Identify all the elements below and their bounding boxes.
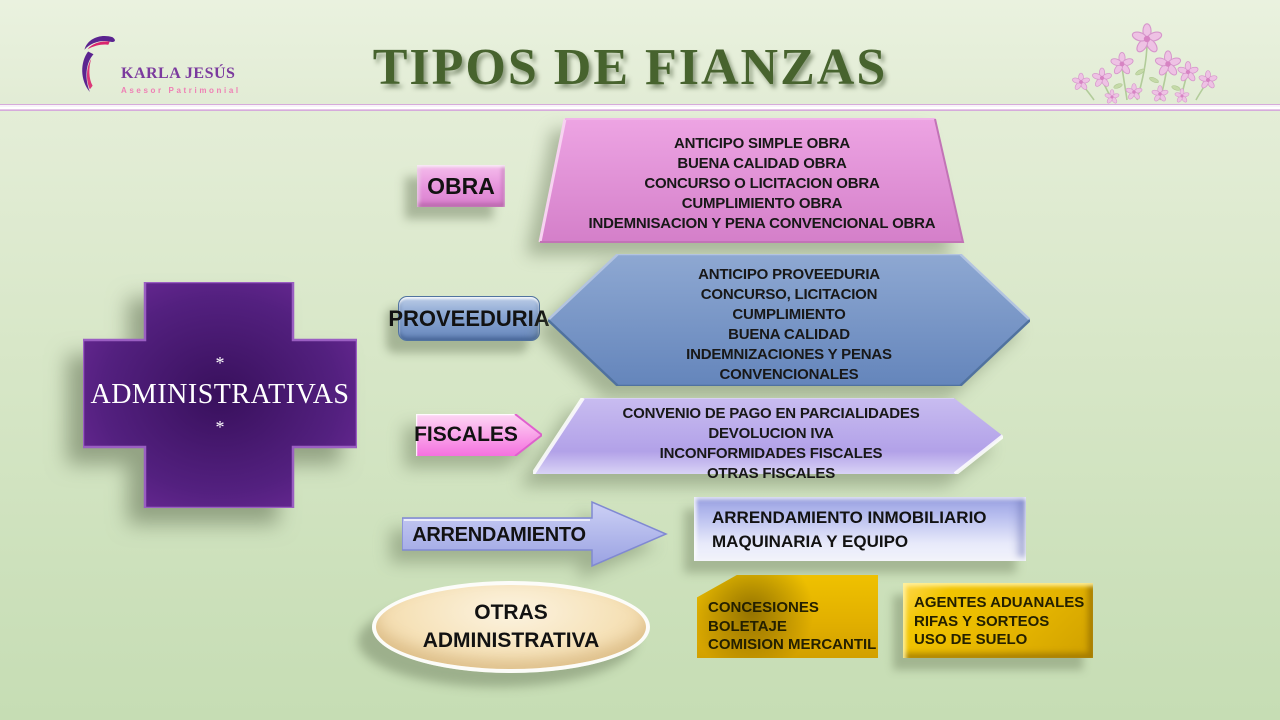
brand-text-block: KARLA JESÚS Asesor Patrimonial bbox=[121, 65, 241, 98]
arrendamiento-items-box: ARRENDAMIENTO INMOBILIARIO MAQUINARIA Y … bbox=[694, 497, 1026, 561]
list-item: INDEMNIZACIONES Y PENAS bbox=[686, 346, 892, 363]
administrativas-label: ADMINISTRATIVAS bbox=[90, 379, 350, 410]
cross-shape-icon bbox=[83, 282, 357, 508]
proveeduria-label-box: PROVEEDURIA bbox=[388, 296, 550, 341]
brand-logo: KARLA JESÚS Asesor Patrimonial bbox=[80, 30, 241, 98]
otras-administrativa-ellipse: OTRAS ADMINISTRATIVA bbox=[372, 581, 650, 673]
asterisk-bottom: * bbox=[215, 417, 225, 437]
list-item: CUMPLIMIENTO bbox=[732, 306, 846, 323]
list-item: AGENTES ADUANALES bbox=[914, 594, 1085, 611]
otras-items-box-2: AGENTES ADUANALES RIFAS Y SORTEOS USO DE… bbox=[903, 583, 1093, 658]
fiscales-label-arrow: FISCALES bbox=[414, 414, 542, 456]
list-item: ANTICIPO SIMPLE OBRA bbox=[673, 135, 850, 152]
list-item: CONCURSO, LICITACION bbox=[700, 286, 878, 303]
pentagon-arrow-icon bbox=[416, 414, 542, 456]
flowers-decoration-icon bbox=[1052, 12, 1237, 109]
list-item: DEVOLUCION IVA bbox=[708, 425, 834, 442]
otras-label-line1: OTRAS bbox=[474, 601, 548, 624]
obra-label: OBRA bbox=[427, 172, 495, 199]
list-item: BOLETAJE bbox=[708, 617, 787, 635]
trapezoid-shape-icon bbox=[538, 118, 965, 243]
list-item: INDEMNISACION Y PENA CONVENCIONAL OBRA bbox=[588, 215, 936, 232]
fiscales-items-chevron: CONVENIO DE PAGO EN PARCIALIDADES DEVOLU… bbox=[533, 398, 1003, 482]
list-item: ARRENDAMIENTO INMOBILIARIO bbox=[712, 508, 987, 527]
list-item: INCONFORMIDADES FISCALES bbox=[659, 445, 883, 462]
fiscales-label: FISCALES bbox=[414, 423, 518, 446]
page-title: TIPOS DE FIANZAS bbox=[372, 39, 888, 96]
list-item: CONVENCIONALES bbox=[719, 366, 859, 383]
obra-items-trapezoid: ANTICIPO SIMPLE OBRA BUENA CALIDAD OBRA … bbox=[537, 117, 967, 244]
chevron-shape-icon bbox=[533, 398, 1003, 474]
list-item: USO DE SUELO bbox=[914, 631, 1028, 648]
header-divider bbox=[0, 103, 1280, 113]
hexagon-shape-icon bbox=[548, 254, 1030, 386]
list-item: CONCESIONES bbox=[708, 599, 819, 616]
administrativas-cross: * ADMINISTRATIVAS * bbox=[83, 282, 357, 508]
proveeduria-items-hexagon: ANTICIPO PROVEEDURIA CONCURSO, LICITACIO… bbox=[548, 254, 1030, 386]
right-arrow-shape-icon bbox=[402, 500, 668, 568]
brand-logo-icon bbox=[82, 35, 115, 92]
list-item: CUMPLIMIENTO OBRA bbox=[681, 195, 843, 212]
list-item: OTRAS FISCALES bbox=[706, 465, 836, 482]
list-item: CONVENIO DE PAGO EN PARCIALIDADES bbox=[622, 405, 920, 422]
list-item: MAQUINARIA Y EQUIPO bbox=[712, 532, 909, 551]
arrendamiento-label-arrow: ARRENDAMIENTO bbox=[402, 500, 668, 568]
list-item: CONCURSO O LICITACION OBRA bbox=[644, 175, 880, 192]
brand-tagline: Asesor Patrimonial bbox=[121, 86, 241, 95]
list-item: RIFAS Y SORTEOS bbox=[914, 612, 1050, 630]
brand-name: KARLA JESÚS bbox=[121, 65, 236, 82]
obra-label-box: OBRA bbox=[417, 165, 505, 207]
obra-items-list: ANTICIPO SIMPLE OBRA BUENA CALIDAD OBRA … bbox=[572, 134, 952, 234]
list-item: BUENA CALIDAD bbox=[728, 326, 850, 343]
arrendamiento-label: ARRENDAMIENTO bbox=[412, 523, 586, 546]
header-background bbox=[0, 0, 1280, 104]
otras-items-box-1: CONCESIONES BOLETAJE COMISION MERCANTIL bbox=[697, 575, 878, 658]
otras-label-line2: ADMINISTRATIVA bbox=[422, 629, 600, 652]
proveeduria-items-list: ANTICIPO PROVEEDURIA CONCURSO, LICITACIO… bbox=[608, 265, 970, 385]
asterisk-top: * bbox=[215, 353, 225, 373]
list-item: BUENA CALIDAD OBRA bbox=[677, 155, 847, 172]
fiscales-items-list: CONVENIO DE PAGO EN PARCIALIDADES DEVOLU… bbox=[591, 404, 951, 484]
cross-text-block: * ADMINISTRATIVAS * bbox=[83, 282, 357, 508]
list-item: ANTICIPO PROVEEDURIA bbox=[698, 266, 880, 283]
list-item: COMISION MERCANTIL bbox=[708, 636, 877, 653]
proveeduria-label: PROVEEDURIA bbox=[388, 305, 550, 331]
